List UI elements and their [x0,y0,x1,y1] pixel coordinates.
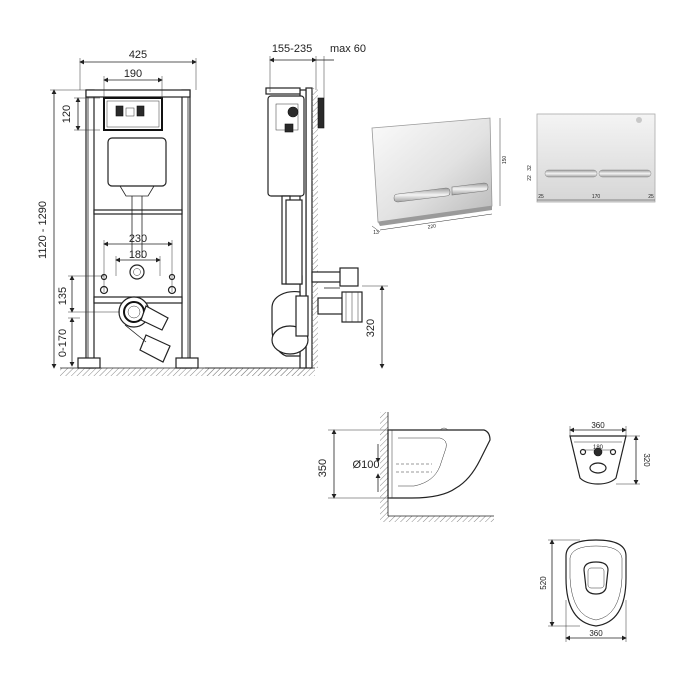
dim-pipe-diameter: Ø100 [353,459,380,471]
floor-hatch [60,368,305,376]
front-dimension-120: 120 [61,97,100,131]
dim-top-width: 360 [589,629,603,638]
dim-foot-range: 0-170 [57,329,69,357]
toilet-side-dimension-pipe: Ø100 [353,444,381,492]
dim-plate-depth: 13 [373,230,379,236]
plate-logo [636,117,642,123]
front-dimension-230: 230 [103,233,173,292]
flush-plate-front: 25 170 25 22 32 [527,113,656,203]
flush-plate-perspective: 220 13 150 [371,117,508,236]
dim-pipe-outer: 230 [129,233,147,245]
dim-margin-right: 25 [648,194,654,200]
dim-pipe-inner: 180 [129,249,147,261]
dim-back-width: 360 [591,421,605,430]
side-dimension-max: max 60 [316,43,366,98]
side-floor-hatch [205,368,315,376]
toilet-side-dimension-350: 350 [317,429,390,499]
toilet-back-dimension-320: 320 [616,435,651,485]
dim-plate-height: 150 [502,156,508,165]
dim-back-height: 320 [642,453,651,467]
side-dimension-320: 320 [362,285,388,369]
dim-height-top: 120 [61,105,73,123]
front-dimension-190: 190 [103,68,163,98]
flush-button-left [393,187,451,203]
dim-button-offset: 22 [527,175,533,181]
dim-width-total: 425 [129,49,147,61]
front-flush-button-left [544,169,598,178]
dim-button-width: 170 [592,194,601,200]
front-flush-button-right [598,169,652,178]
front-dimension-425: 425 [79,49,197,90]
flush-button-right [451,182,489,196]
front-dimension-135: 135 [57,275,120,313]
toilet-top-dimension-360: 360 [565,600,627,642]
dim-height-range: 1120 - 1290 [37,201,49,259]
toilet-top-dimension-520: 520 [539,539,580,627]
dim-margin-left: 25 [538,194,544,200]
front-dimension-height: 1120 - 1290 [37,89,86,369]
dim-width-top: 190 [124,68,142,80]
toilet-top-view [565,539,627,627]
toilet-side-view [380,412,494,522]
dim-side-outlet: 320 [365,319,377,337]
toilet-back-view: 180 [569,435,627,485]
dim-button-height: 32 [527,165,533,171]
toilet-back-dimension-360: 360 [569,421,627,436]
frame-front-view [60,89,305,376]
dim-outlet-height: 135 [57,287,69,305]
dim-toilet-height: 350 [317,459,329,477]
front-dimension-foot: 0-170 [57,317,80,367]
front-dimension-180: 180 [115,249,161,276]
dim-top-length: 520 [539,576,548,590]
dim-plate-width: 220 [427,223,436,230]
frame-side-view [205,87,363,376]
dim-depth-range: 155-235 [272,43,312,55]
dim-hole-spacing: 180 [593,445,604,451]
side-dimension-depth: 155-235 [269,43,317,92]
dim-depth-max: max 60 [330,43,366,55]
